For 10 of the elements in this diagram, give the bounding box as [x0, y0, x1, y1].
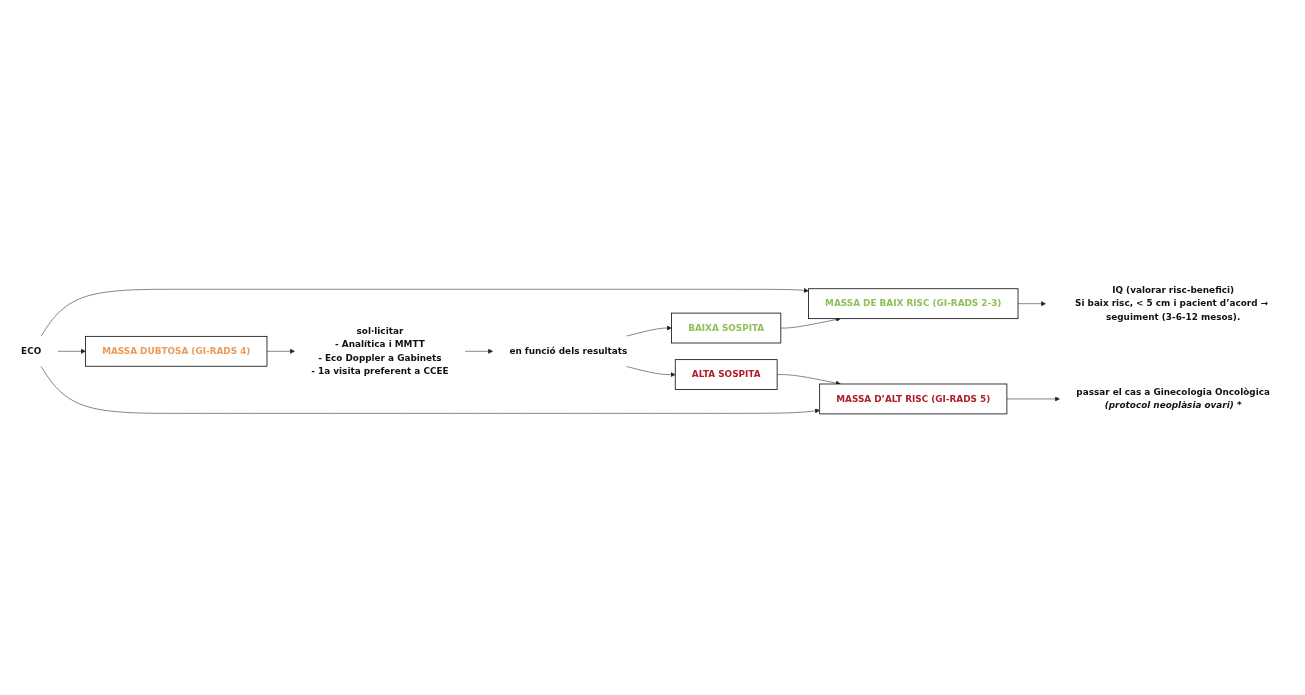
node-box: MASSA D’ALT RISC (GI-RADS 5): [819, 383, 1008, 414]
node-text: en funció dels resultats: [509, 345, 628, 356]
node-text: passar el cas a Ginecologia Oncològica (protocol neoplàsia ovari) *: [1076, 386, 1270, 411]
node-box: MASSA DUBTOSA (GI-RADS 4): [85, 335, 268, 367]
node-text: IQ (valorar risc-benefici) Si baix risc, < 5 cm i pacient d’acord → seguiment (3-6-12 mesos).: [1075, 284, 1269, 322]
node-box: BAIXA SOSPITA: [671, 312, 782, 343]
node-box: ALTA SOSPITA: [674, 358, 778, 390]
node-text: ECO: [21, 345, 42, 356]
node-box: MASSA DE BAIX RISC (GI-RADS 2-3): [808, 287, 1019, 319]
node-text: sol·licitar - Analítica i MMTT - Eco Doppler a Gabinets - 1a visita preferent a CCEE: [311, 325, 449, 376]
